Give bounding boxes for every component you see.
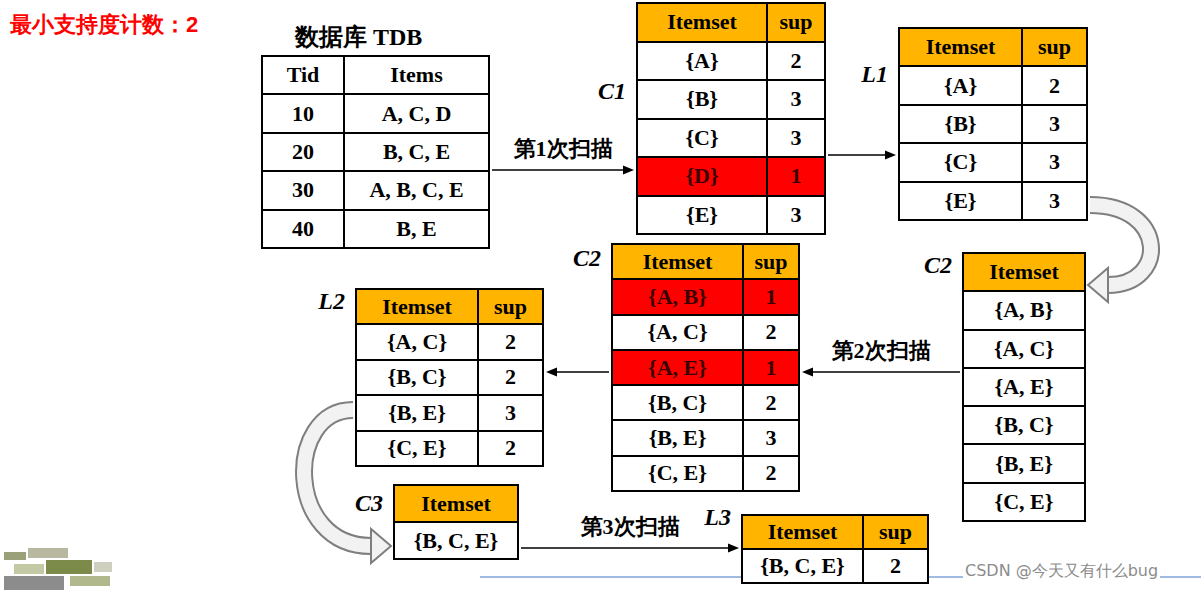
table-cell: 30 xyxy=(263,172,343,208)
table-cell: B, C, E xyxy=(345,134,488,170)
table-label: L2 xyxy=(318,288,345,315)
table-header: sup xyxy=(1023,29,1086,65)
table-cell: {A, C} xyxy=(357,325,477,358)
table-header: Itemset xyxy=(900,29,1021,65)
table-cell: {B} xyxy=(900,106,1021,142)
table-cell: {A, B} xyxy=(613,280,742,313)
table-cell: {B, E} xyxy=(964,445,1084,481)
table-cell: {C, E} xyxy=(357,432,477,465)
table-header: sup xyxy=(479,290,542,323)
table-cell: 3 xyxy=(768,120,824,157)
table-cell: 3 xyxy=(1023,106,1086,142)
table-cell: {A, C} xyxy=(964,331,1084,367)
table-label: C1 xyxy=(598,78,626,105)
table-header: Itemset xyxy=(964,254,1084,290)
table-label: C2 xyxy=(924,252,952,279)
table-label: C3 xyxy=(355,490,383,517)
itemset-table: C2Itemsetsup{A, B}1{A, C}2{A, E}1{B, C}2… xyxy=(611,243,800,492)
table-cell: {B, C} xyxy=(964,407,1084,443)
table-cell: 20 xyxy=(263,134,343,170)
table-header: Tid xyxy=(263,57,343,93)
table-cell: 2 xyxy=(479,361,542,394)
edge-label: 第3次扫描 xyxy=(579,512,682,542)
table-cell: 2 xyxy=(744,457,798,490)
table-cell: 3 xyxy=(1023,183,1086,219)
table-cell: {A, C} xyxy=(613,316,742,349)
table-cell: {B, E} xyxy=(613,421,742,454)
table-cell: 1 xyxy=(744,280,798,313)
flow-arrow xyxy=(828,151,896,160)
itemset-table: C1Itemsetsup{A}2{B}3{C}3{D}1{E}3 xyxy=(636,2,826,235)
table-cell: 1 xyxy=(744,351,798,384)
table-label: L3 xyxy=(704,504,731,531)
min-support-note: 最小支持度计数：2 xyxy=(10,10,198,40)
table-header: Itemset xyxy=(638,4,766,41)
table-cell: {C} xyxy=(638,120,766,157)
table-cell: A, B, C, E xyxy=(345,172,488,208)
table-cell: {A} xyxy=(900,67,1021,103)
table-cell: 2 xyxy=(744,386,798,419)
table-cell: {C} xyxy=(900,144,1021,180)
table-header: sup xyxy=(864,516,927,548)
table-cell: 40 xyxy=(263,211,343,247)
watermark: CSDN @今天又有什么bug xyxy=(963,561,1160,582)
table-cell: 3 xyxy=(768,81,824,118)
table-header: sup xyxy=(768,4,824,41)
table-cell: 3 xyxy=(768,197,824,234)
table-cell: 2 xyxy=(744,316,798,349)
table-cell: 1 xyxy=(768,158,824,195)
flow-arrow xyxy=(546,368,609,377)
logo xyxy=(4,548,112,590)
itemset-table: C3Itemset{B, C, E} xyxy=(393,484,519,560)
itemset-table: 数据库 TDBTidItems10A, C, D20B, C, E30A, B,… xyxy=(261,55,490,249)
table-cell: 2 xyxy=(479,325,542,358)
table-cell: 3 xyxy=(744,421,798,454)
table-cell: 10 xyxy=(263,95,343,131)
edge-label: 第1次扫描 xyxy=(512,134,615,164)
table-label: 数据库 TDB xyxy=(295,21,422,53)
table-cell: {A} xyxy=(638,43,766,80)
table-header: Itemset xyxy=(743,516,862,548)
itemset-table: L1Itemsetsup{A}2{B}3{C}3{E}3 xyxy=(898,27,1088,221)
table-cell: {A, B} xyxy=(964,292,1084,328)
table-cell: {D} xyxy=(638,158,766,195)
flow-arrow xyxy=(492,166,634,175)
flow-arrow xyxy=(1088,205,1151,302)
table-cell: 2 xyxy=(768,43,824,80)
table-header: Itemset xyxy=(357,290,477,323)
table-cell: B, E xyxy=(345,211,488,247)
table-cell: {A, E} xyxy=(964,369,1084,405)
flow-arrow xyxy=(802,368,960,377)
table-label: L1 xyxy=(861,61,888,88)
table-cell: {B, C, E} xyxy=(395,523,517,558)
table-label: C2 xyxy=(573,245,601,272)
table-cell: 2 xyxy=(1023,67,1086,103)
table-cell: 2 xyxy=(479,432,542,465)
table-cell: {B} xyxy=(638,81,766,118)
itemset-table: C2Itemset{A, B}{A, C}{A, E}{B, C}{B, E}{… xyxy=(962,252,1086,522)
table-header: Itemset xyxy=(395,486,517,521)
itemset-table: L3Itemsetsup{B, C, E}2 xyxy=(741,514,929,584)
edge-label: 第2次扫描 xyxy=(830,336,933,366)
table-cell: {E} xyxy=(900,183,1021,219)
table-cell: {E} xyxy=(638,197,766,234)
table-cell: 2 xyxy=(864,550,927,582)
table-cell: A, C, D xyxy=(345,95,488,131)
table-cell: {B, C} xyxy=(613,386,742,419)
table-cell: {B, C} xyxy=(357,361,477,394)
flow-arrow xyxy=(521,544,739,553)
table-cell: {C, E} xyxy=(964,484,1084,520)
table-cell: {A, E} xyxy=(613,351,742,384)
table-cell: {B, C, E} xyxy=(743,550,862,582)
table-cell: 3 xyxy=(1023,144,1086,180)
table-header: Items xyxy=(345,57,488,93)
table-cell: {C, E} xyxy=(613,457,742,490)
table-header: sup xyxy=(744,245,798,278)
table-cell: {B, E} xyxy=(357,396,477,429)
itemset-table: L2Itemsetsup{A, C}2{B, C}2{B, E}3{C, E}2 xyxy=(355,288,544,467)
table-header: Itemset xyxy=(613,245,742,278)
table-cell: 3 xyxy=(479,396,542,429)
